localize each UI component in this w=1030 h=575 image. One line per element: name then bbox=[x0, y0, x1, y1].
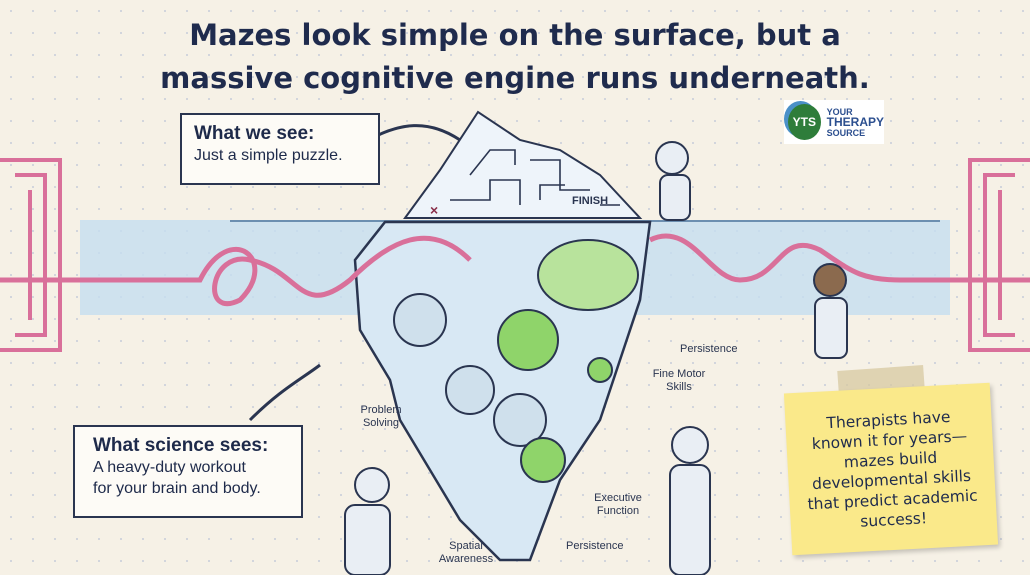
persistence-label-bottom: Persistence bbox=[566, 540, 624, 552]
maze-path-line bbox=[0, 233, 1030, 306]
arrow-to-iceberg bbox=[248, 363, 321, 422]
science-text-1: A heavy-duty workout bbox=[93, 459, 246, 476]
right-maze-decoration bbox=[968, 158, 1030, 352]
persistence-label-top: Persistence bbox=[680, 343, 738, 355]
maze-on-tip bbox=[450, 149, 620, 206]
science-heading: What science sees: bbox=[93, 435, 269, 456]
fine-motor-skills-label: Fine Motor Skills bbox=[652, 368, 706, 393]
science-text-2: for your brain and body. bbox=[93, 480, 261, 497]
sticky-note: Therapists have known it for years—mazes… bbox=[783, 382, 999, 556]
science-callout: What science sees: A heavy-duty workout … bbox=[73, 425, 303, 518]
start-x-icon: × bbox=[430, 202, 438, 218]
sticky-note-text: Therapists have known it for years—mazes… bbox=[807, 407, 979, 531]
page-title: Mazes look simple on the surface, but a … bbox=[0, 14, 1030, 100]
logo-badge: YTS bbox=[788, 104, 821, 140]
spatial-awareness-label: Spatial Awareness bbox=[438, 540, 494, 565]
finish-label: FINISH bbox=[572, 195, 609, 207]
title-line-1: Mazes look simple on the surface, but a bbox=[189, 18, 841, 52]
executive-function-label: Executive Function bbox=[594, 492, 642, 517]
children-figures bbox=[344, 141, 848, 575]
title-line-2: massive cognitive engine runs underneath… bbox=[160, 61, 870, 95]
gears bbox=[393, 293, 613, 483]
iceberg-tip bbox=[403, 110, 643, 219]
logo-line-3: SOURCE bbox=[826, 127, 866, 138]
problem-solving-label: Problem Solving bbox=[360, 404, 402, 429]
logo-line-1: YOUR bbox=[826, 106, 853, 117]
surface-text: Just a simple puzzle. bbox=[194, 147, 343, 164]
brain bbox=[537, 239, 639, 311]
surface-heading: What we see: bbox=[194, 123, 315, 144]
left-maze-decoration bbox=[0, 158, 62, 352]
surface-callout: What we see: Just a simple puzzle. bbox=[180, 113, 380, 185]
logo-line-2: THERAPY bbox=[826, 114, 884, 129]
